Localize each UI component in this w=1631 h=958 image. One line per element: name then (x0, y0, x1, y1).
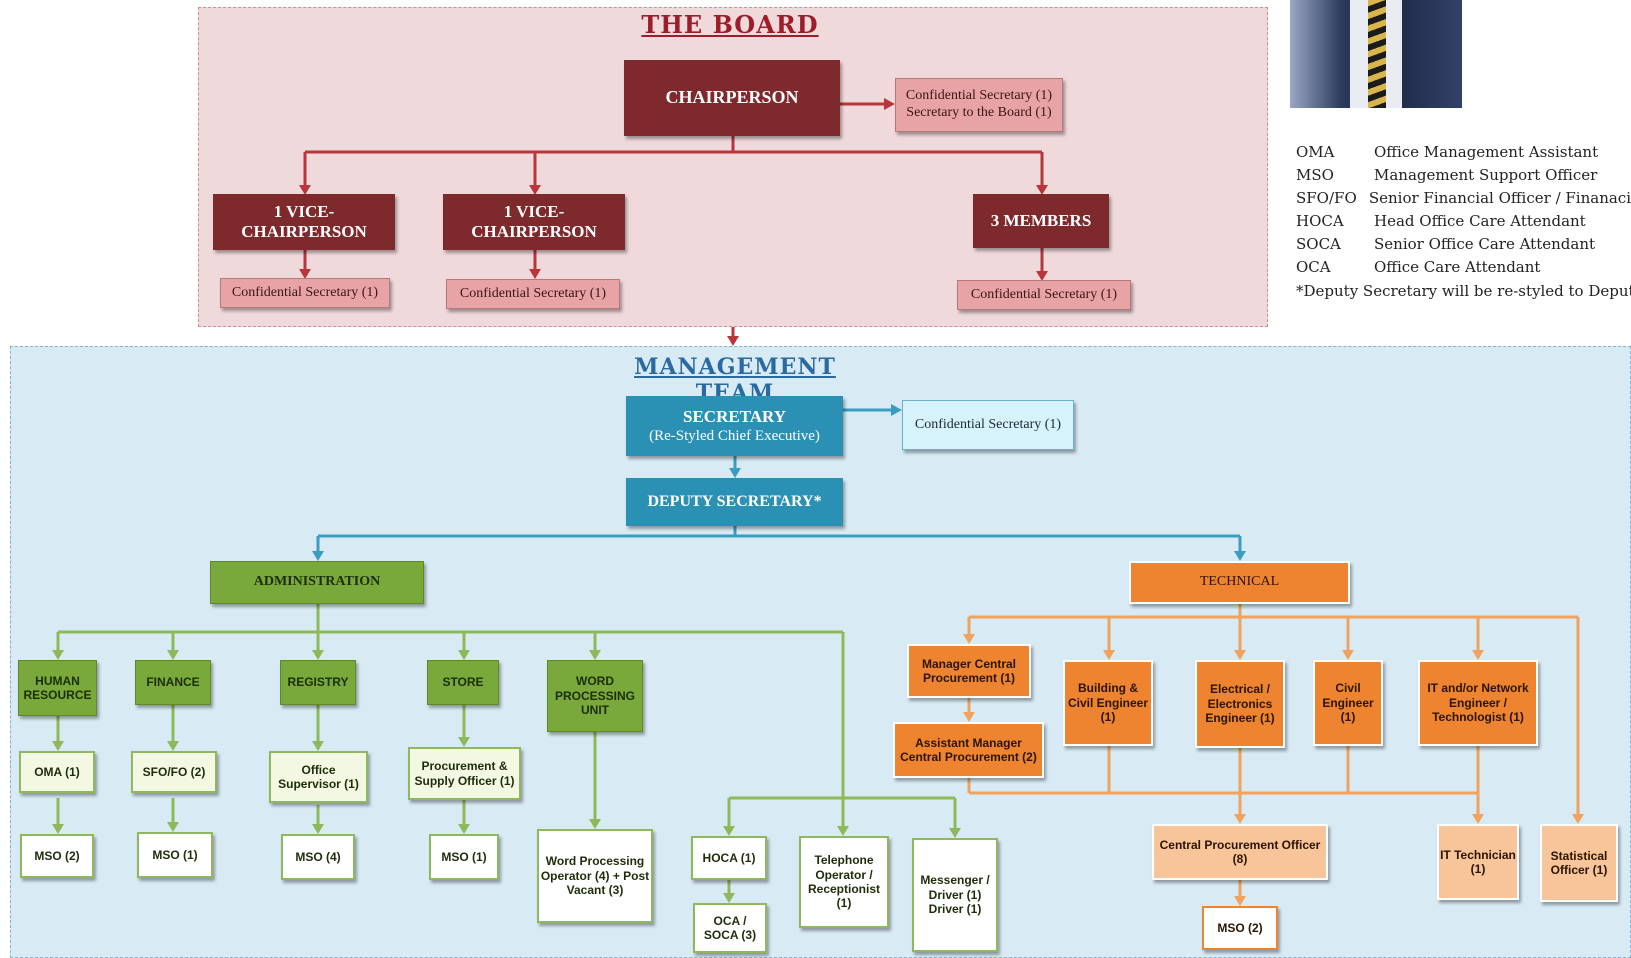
oma-staff: OMA (1) (19, 751, 95, 793)
word-processing-unit: WORD PROCESSING UNIT (547, 660, 643, 732)
telephone-operator: Telephone Operator / Receptionist (1) (799, 836, 889, 928)
legend-abbr: HOCA (1296, 211, 1344, 230)
legend-full: Office Management Assistant (1374, 142, 1599, 161)
store-mso: MSO (1) (429, 834, 499, 880)
secretary-box: SECRETARY (Re-Styled Chief Executive) (626, 396, 843, 456)
manager-central-procurement: Manager Central Procurement (1) (907, 644, 1031, 698)
legend-full: Office Care Attendant (1374, 257, 1541, 276)
legend-full: Senior Financial Officer / Finanaci (1368, 188, 1631, 207)
secretary-confidential-secretary: Confidential Secretary (1) (902, 400, 1074, 450)
legend-abbr: SOCA (1296, 234, 1341, 253)
legend-abbr: OCA (1296, 257, 1331, 276)
legend-abbr: OMA (1296, 142, 1335, 161)
cpo-mso: MSO (2) (1202, 906, 1278, 950)
assistant-manager-central-procurement: Assistant Manager Central Procurement (2… (893, 722, 1044, 778)
office-supervisor-staff: Office Supervisor (1) (269, 751, 368, 803)
legend-note: *Deputy Secretary will be re-styled to D… (1296, 282, 1631, 300)
vice2-confidential-secretary: Confidential Secretary (1) (446, 279, 620, 309)
central-procurement-officer: Central Procurement Officer (8) (1152, 824, 1328, 880)
secretary-subtitle: (Re-Styled Chief Executive) (649, 428, 820, 445)
chair-staff-box: Confidential Secretary (1) Secretary to … (895, 78, 1063, 132)
procurement-supply-officer: Procurement & Supply Officer (1) (408, 747, 521, 800)
person-photo (1290, 0, 1462, 108)
messenger-driver: Messenger / Driver (1) Driver (1) (912, 838, 998, 952)
legend-full: Management Support Officer (1374, 165, 1598, 184)
legend-row: SOCA Senior Office Care Attendant (1296, 232, 1631, 255)
sfo-fo-staff: SFO/FO (2) (131, 751, 217, 793)
members-confidential-secretary: Confidential Secretary (1) (957, 280, 1131, 310)
vice-chairperson-1: 1 VICE-CHAIRPERSON (213, 194, 395, 250)
registry-unit: REGISTRY (280, 660, 356, 705)
hoca-staff: HOCA (1) (691, 836, 767, 880)
building-civil-engineer: Building & Civil Engineer (1) (1063, 660, 1153, 746)
abbreviation-legend: OMA Office Management Assistant MSO Manage… (1296, 140, 1631, 301)
legend-row: OMA Office Management Assistant (1296, 140, 1631, 163)
store-unit: STORE (427, 660, 499, 705)
tie-shape (1368, 0, 1386, 108)
administration-box: ADMINISTRATION (210, 561, 424, 604)
board-title: THE BOARD (641, 10, 819, 39)
finance-unit: FINANCE (135, 660, 211, 705)
chair-confidential-secretary: Confidential Secretary (1) (905, 88, 1053, 104)
legend-row: MSO Management Support Officer (1296, 163, 1631, 186)
technical-box: TECHNICAL (1129, 561, 1350, 604)
legend-full: Head Office Care Attendant (1374, 211, 1586, 230)
word-processing-operator: Word Processing Operator (4) + Post Vaca… (537, 829, 653, 923)
registry-mso: MSO (4) (281, 834, 355, 880)
legend-full: Senior Office Care Attendant (1374, 234, 1596, 253)
legend-abbr: SFO/FO (1296, 188, 1357, 207)
members-box: 3 MEMBERS (973, 194, 1109, 248)
legend-abbr: MSO (1296, 165, 1334, 184)
secretary-title: SECRETARY (683, 406, 786, 426)
deputy-secretary-box: DEPUTY SECRETARY* (626, 478, 843, 526)
chairperson-box: CHAIRPERSON (624, 60, 840, 136)
electrical-electronics-engineer: Electrical / Electronics Engineer (1) (1195, 660, 1285, 748)
legend-row: SFO/FO Senior Financial Officer / Finanac… (1296, 186, 1631, 209)
legend-row: OCA Office Care Attendant (1296, 255, 1631, 278)
secretary-to-board: Secretary to the Board (1) (906, 105, 1052, 120)
it-technician: IT Technician (1) (1437, 824, 1519, 900)
vice1-confidential-secretary: Confidential Secretary (1) (220, 278, 390, 308)
it-network-engineer: IT and/or Network Engineer / Technologis… (1418, 660, 1538, 746)
hr-mso: MSO (2) (20, 834, 94, 878)
legend-row: HOCA Head Office Care Attendant (1296, 209, 1631, 232)
finance-mso: MSO (1) (137, 832, 213, 878)
civil-engineer: Civil Engineer (1) (1313, 660, 1383, 746)
oca-soca-staff: OCA / SOCA (3) (693, 903, 767, 953)
human-resource-unit: HUMAN RESOURCE (18, 660, 97, 716)
vice-chairperson-2: 1 VICE-CHAIRPERSON (443, 194, 625, 250)
statistical-officer: Statistical Officer (1) (1540, 824, 1618, 902)
